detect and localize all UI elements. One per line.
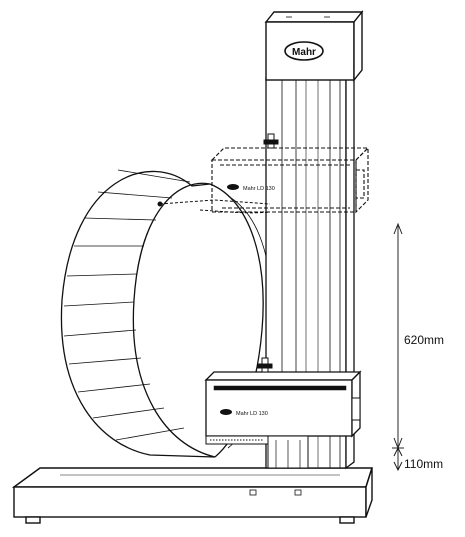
upper-measuring-unit	[210, 146, 370, 214]
upper-unit-label-text: Mahr LD 130	[243, 186, 275, 192]
dimension-travel-label: 620mm	[404, 333, 444, 347]
dimension-base-offset-label: 110mm	[404, 457, 443, 471]
upper-probe-arm	[157, 199, 271, 214]
base-plate	[11, 467, 373, 524]
lower-clamp-knob	[257, 357, 273, 373]
brand-logo: Mahr	[284, 41, 324, 61]
lower-measuring-unit	[204, 370, 362, 438]
dimension-base-offset	[392, 446, 404, 472]
lower-probe-arm	[205, 435, 309, 469]
lower-unit-label: Mahr LD 130	[220, 409, 268, 417]
upper-unit-label: Mahr LD 130	[227, 184, 275, 192]
upper-clamp-knob	[263, 133, 279, 149]
lower-unit-label-text: Mahr LD 130	[236, 411, 268, 417]
column-head	[264, 10, 364, 82]
brand-logo-text: Mahr	[292, 47, 316, 58]
dimension-travel	[393, 222, 403, 450]
